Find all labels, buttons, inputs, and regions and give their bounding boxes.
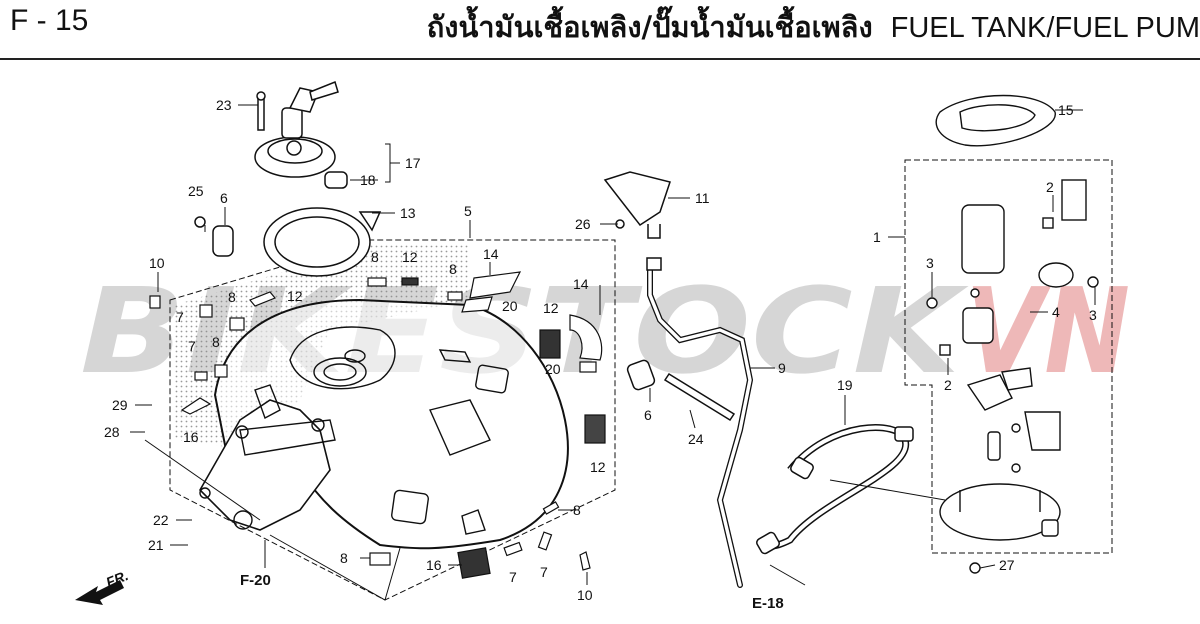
- part-label-10b: 10: [577, 587, 593, 603]
- page-code: F - 15: [10, 4, 89, 37]
- part-label-7b: 7: [188, 338, 196, 354]
- part-label-29: 29: [112, 397, 128, 413]
- part-label-7d: 7: [540, 564, 548, 580]
- part-label-3a: 3: [926, 255, 934, 271]
- part-label-9: 9: [778, 360, 786, 376]
- drain-hose-group: [603, 171, 754, 588]
- part-label-12b: 12: [543, 300, 559, 316]
- part-label-13: 13: [400, 205, 416, 221]
- part-label-20a: 20: [502, 298, 518, 314]
- leader-lines: [130, 104, 1096, 601]
- title-english: FUEL TANK/FUEL PUM: [890, 12, 1200, 44]
- part-label-2b: 2: [944, 377, 952, 393]
- part-label-8a: 8: [371, 249, 379, 265]
- part-label-12d: 12: [287, 288, 303, 304]
- fuel-tank-group: [169, 239, 616, 601]
- ref-e18: E-18: [752, 595, 784, 612]
- part-label-10a: 10: [149, 255, 165, 271]
- part-label-15: 15: [1058, 102, 1074, 118]
- front-label: FR.: [104, 567, 131, 590]
- part-label-21: 21: [148, 537, 164, 553]
- part-label-7a: 7: [176, 309, 184, 325]
- part-label-4: 4: [1052, 304, 1060, 320]
- part-label-17: 17: [405, 155, 421, 171]
- part-label-3b: 3: [1089, 307, 1097, 323]
- part-label-11: 11: [695, 190, 710, 206]
- title-thai: ถังน้ำมันเชื้อเพลิง/ปั๊มน้ำมันเชื้อเพลิง: [426, 10, 873, 44]
- page-title: ถังน้ำมันเชื้อเพลิง/ปั๊มน้ำมันเชื้อเพลิง…: [427, 4, 1200, 50]
- part-label-19: 19: [837, 377, 853, 393]
- part-label-16b: 16: [426, 557, 442, 573]
- part-label-8e: 8: [573, 502, 581, 518]
- insulator-pads: [149, 271, 606, 579]
- part-label-14b: 14: [573, 276, 589, 292]
- part-label-16a: 16: [183, 429, 199, 445]
- part-label-28: 28: [104, 424, 120, 440]
- part-label-8c: 8: [228, 289, 236, 305]
- part-label-8f: 8: [340, 550, 348, 566]
- part-label-12a: 12: [402, 249, 418, 265]
- part-label-12c: 12: [590, 459, 606, 475]
- fuel-feed-hose: [756, 424, 914, 555]
- part-label-25: 25: [188, 183, 204, 199]
- part-label-23: 23: [216, 97, 232, 113]
- ref-f20: F-20: [240, 572, 271, 589]
- header-divider: [0, 58, 1200, 60]
- part-label-2a: 2: [1046, 179, 1054, 195]
- fuel-pump-assembly: [904, 94, 1113, 574]
- part-label-8d: 8: [212, 334, 220, 350]
- part-label-22: 22: [153, 512, 169, 528]
- part-label-6b: 6: [644, 407, 652, 423]
- part-label-1: 1: [873, 229, 881, 245]
- part-labels: 23 17 18 13 25 6 10 5 26 11 15 1 2 3 3 4…: [104, 97, 1097, 603]
- part-label-5: 5: [464, 203, 472, 219]
- fuel-cap-assembly: [194, 80, 382, 277]
- part-label-7c: 7: [509, 569, 517, 585]
- part-label-14a: 14: [483, 246, 499, 262]
- part-label-20b: 20: [545, 361, 561, 377]
- part-label-26: 26: [575, 216, 591, 232]
- part-label-24: 24: [688, 431, 704, 447]
- part-label-18: 18: [360, 172, 376, 188]
- front-arrow: FR.: [75, 567, 130, 605]
- part-label-27: 27: [999, 557, 1015, 573]
- part-label-8b: 8: [449, 261, 457, 277]
- part-label-6a: 6: [220, 190, 228, 206]
